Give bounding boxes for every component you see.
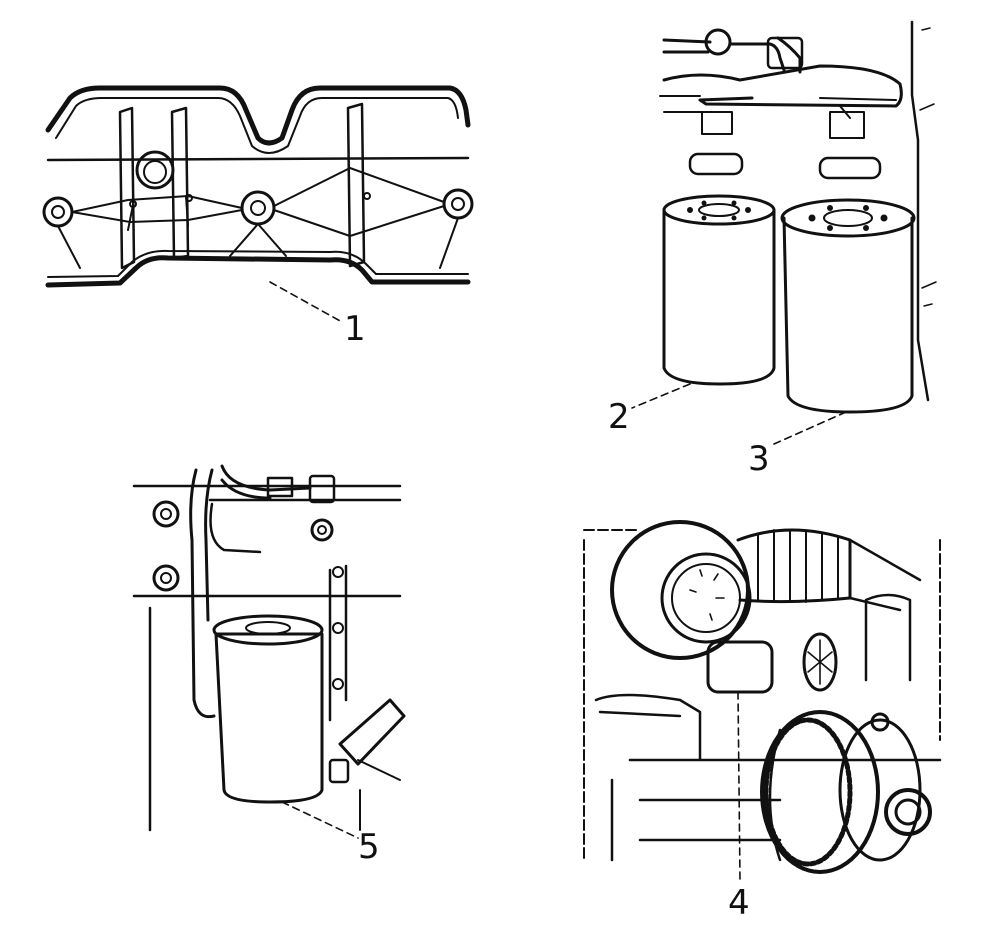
breather-filter-panel bbox=[583, 520, 942, 881]
callout-1: 1 bbox=[344, 309, 366, 349]
fuel-filter-panel bbox=[631, 20, 937, 445]
callout-5: 5 bbox=[358, 827, 380, 867]
oil-filter-panel bbox=[132, 464, 406, 839]
callout-2: 2 bbox=[608, 397, 630, 437]
valve-cover-panel bbox=[42, 85, 474, 323]
callout-3: 3 bbox=[748, 439, 770, 479]
callout-4: 4 bbox=[728, 883, 750, 923]
